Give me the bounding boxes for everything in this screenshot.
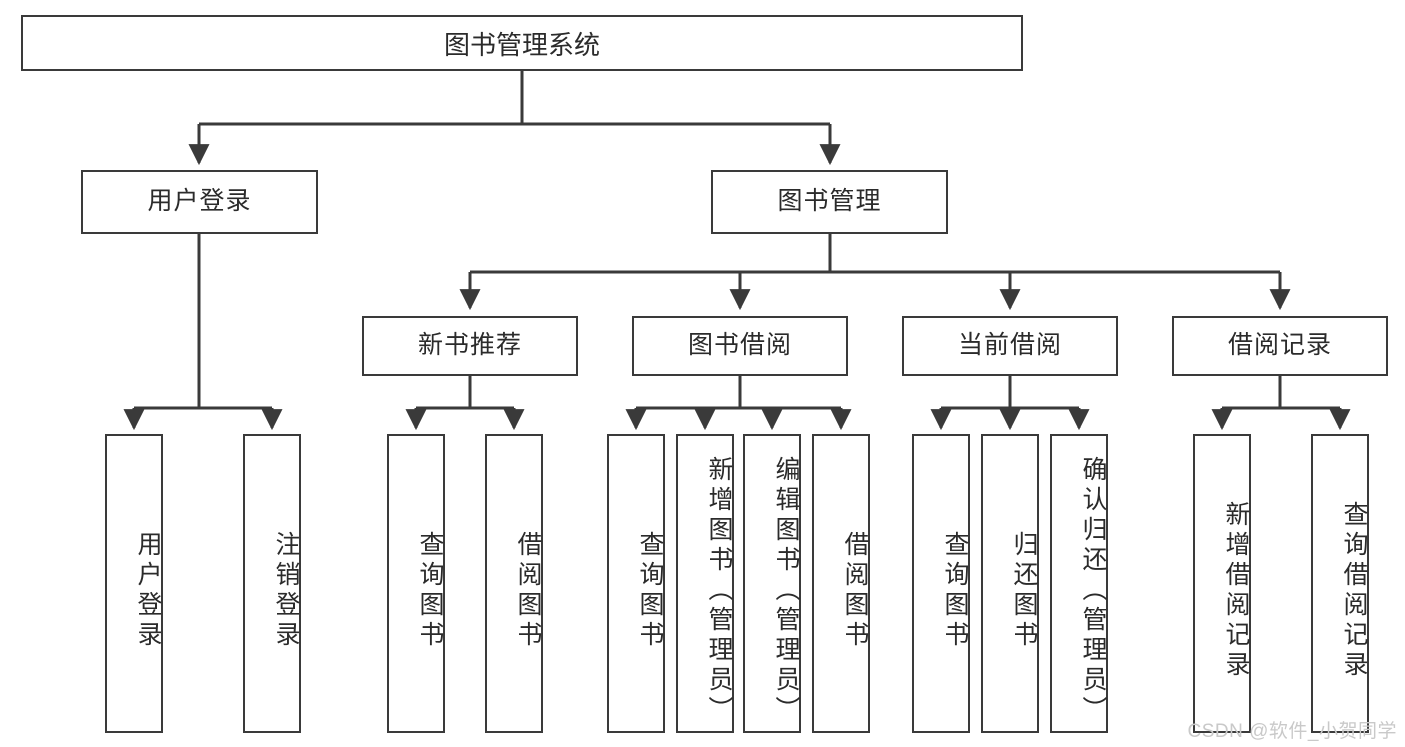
node-book-management[interactable]: 图书管理 (711, 170, 948, 234)
node-label: 新增图书（管理员） (705, 455, 733, 726)
leaf-borrow-query-book[interactable]: 查询图书 (607, 434, 665, 733)
leaf-current-confirm-return-admin[interactable]: 确认归还（管理员） (1050, 434, 1108, 733)
node-label: 图书管理系统 (443, 29, 600, 60)
node-label: 图书借阅 (687, 331, 792, 360)
node-label: 当前借阅 (957, 331, 1062, 360)
node-label: 查询图书 (636, 530, 664, 651)
node-label: 用户登录 (134, 530, 162, 651)
leaf-current-return-book[interactable]: 归还图书 (981, 434, 1039, 733)
node-label: 借阅图书 (841, 530, 869, 651)
node-label: 注销登录 (272, 530, 300, 651)
node-label: 编辑图书（管理员） (772, 455, 800, 726)
node-label: 图书管理 (777, 187, 882, 216)
node-label: 查询图书 (416, 530, 444, 651)
leaf-user-login-logout[interactable]: 注销登录 (243, 434, 301, 733)
node-root-system[interactable]: 图书管理系统 (21, 15, 1023, 71)
node-label: 借阅图书 (514, 530, 542, 651)
leaf-record-query-record[interactable]: 查询借阅记录 (1311, 434, 1369, 733)
node-label: 查询借阅记录 (1340, 500, 1368, 681)
leaf-borrow-edit-book-admin[interactable]: 编辑图书（管理员） (743, 434, 801, 733)
node-label: 用户登录 (147, 187, 252, 216)
node-label: 查询图书 (941, 530, 969, 651)
node-label: 新增借阅记录 (1222, 500, 1250, 681)
node-user-login[interactable]: 用户登录 (81, 170, 318, 234)
node-current-borrow[interactable]: 当前借阅 (902, 316, 1118, 376)
node-label: 借阅记录 (1227, 331, 1332, 360)
leaf-user-login-login[interactable]: 用户登录 (105, 434, 163, 733)
node-new-book-recommend[interactable]: 新书推荐 (362, 316, 578, 376)
node-label: 确认归还（管理员） (1079, 455, 1107, 726)
leaf-current-query-book[interactable]: 查询图书 (912, 434, 970, 733)
node-label: 新书推荐 (417, 331, 522, 360)
leaf-recommend-borrow-book[interactable]: 借阅图书 (485, 434, 543, 733)
node-borrow-record[interactable]: 借阅记录 (1172, 316, 1388, 376)
node-book-borrow[interactable]: 图书借阅 (632, 316, 848, 376)
leaf-borrow-add-book-admin[interactable]: 新增图书（管理员） (676, 434, 734, 733)
leaf-record-add-record[interactable]: 新增借阅记录 (1193, 434, 1251, 733)
csdn-watermark: CSDN @软件_小贺同学 (1187, 721, 1397, 742)
leaf-borrow-borrow-book[interactable]: 借阅图书 (812, 434, 870, 733)
leaf-recommend-query-book[interactable]: 查询图书 (387, 434, 445, 733)
node-label: 归还图书 (1010, 530, 1038, 651)
